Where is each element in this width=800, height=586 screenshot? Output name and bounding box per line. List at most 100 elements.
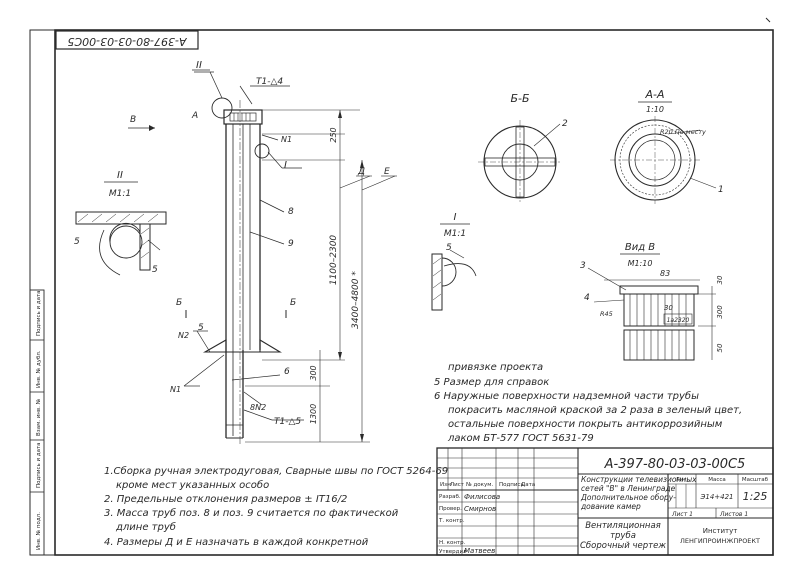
section-aa-scale: 1:10 xyxy=(646,105,664,114)
leaders-main xyxy=(183,71,304,421)
note-left-4: длине труб xyxy=(115,521,176,533)
header-col-2: № докум. xyxy=(466,482,493,488)
org-line-0: Институт xyxy=(703,527,738,535)
header-col-0: Изм xyxy=(440,482,451,488)
dim-300: 300 xyxy=(309,365,318,380)
note-right-3: покрасить масляной краской за 2 раза в з… xyxy=(448,405,742,416)
top-code-box: A-397-80-03-03-00C5 xyxy=(55,30,199,50)
col-mass: Масса xyxy=(708,477,726,483)
view-v-title: Вид В xyxy=(625,242,655,253)
title-block: А-397-80-03-03-00С5 Изм Лист № докум. По… xyxy=(436,447,774,556)
role-5: Утвердил xyxy=(439,549,467,555)
dim-250: 250 xyxy=(329,127,338,142)
callout-weld-bottom: T1-△5 xyxy=(274,417,301,427)
note-right-5: лаком БТ-577 ГОСТ 5631-79 xyxy=(447,433,594,444)
view-v-r45: R45 xyxy=(600,310,613,318)
drawing-name-0: Вентиляционная xyxy=(585,521,661,531)
binding-margin xyxy=(29,29,56,556)
section-aa-title: А-А xyxy=(644,88,664,101)
note-right-4: остальные поверхности покрыть антикорроз… xyxy=(448,419,723,430)
section-bb: Б-Б 2 xyxy=(478,92,568,204)
sheet-number: Лист 1 xyxy=(671,511,693,518)
corner-tick xyxy=(765,17,771,23)
role-4: Н. контр. xyxy=(439,540,466,546)
callout-n2-left: N2 xyxy=(178,331,189,340)
dim-1300: 1300 xyxy=(309,404,318,424)
section-bb-title: Б-Б xyxy=(510,92,529,105)
org-line-1: ЛЕНГИПРОИНЖПРОЕКТ xyxy=(680,537,760,545)
detail-ii-pos-5b: 5 xyxy=(152,265,158,275)
view-v-scale: М1:10 xyxy=(628,259,653,268)
detail-i-title: I xyxy=(454,212,457,223)
project-desc-2: Дополнительное обору- xyxy=(580,493,676,502)
callout-pos-6: 6 xyxy=(284,367,290,377)
header-col-4: Дата xyxy=(521,482,535,488)
view-v-pos-3: 3 xyxy=(580,261,586,271)
col-scale: Масштаб xyxy=(742,477,769,483)
note-left-0: 1.Сборка ручная электродуговая, Сварные … xyxy=(104,465,448,477)
view-v-dim-30-top: 30 xyxy=(716,275,724,284)
sheet-count: Листов 1 xyxy=(719,511,748,518)
callout-letter-a: A xyxy=(191,111,198,121)
detail-i: I М1:1 5 xyxy=(431,212,477,311)
mass-value: Э14+421 xyxy=(699,493,733,501)
callout-pos-8: 8 xyxy=(288,207,294,217)
project-desc-1: сетей "В" в Ленинграде xyxy=(581,484,676,493)
view-v: Вид В М1:10 1a2320 83 30 xyxy=(580,242,724,361)
note-left-5: 4. Размеры Д и Е назначать в каждой конк… xyxy=(104,537,369,548)
note-left-2: 2. Предельные отклонения размеров ± IT16… xyxy=(104,494,347,505)
side-stamp: Инв. № подл. Подпись и дата Взам. инв. №… xyxy=(29,289,45,556)
section-aa-gap-note: R20 По месту xyxy=(660,128,706,136)
callout-pos-9: 9 xyxy=(288,239,294,249)
view-v-dim-30-mid: 30 xyxy=(664,304,673,312)
view-v-dim-83: 83 xyxy=(660,269,670,278)
detail-i-pos-5: 5 xyxy=(446,243,452,253)
role-1: Провер. xyxy=(439,506,462,512)
note-right-2: 6 Наружные поверхности надземной части т… xyxy=(434,390,699,402)
top-code-mirrored: A-397-80-03-03-00C5 xyxy=(67,35,187,48)
project-desc-0: Конструкции телевизионных xyxy=(581,475,697,484)
side-stamp-3: Взам. инв. № xyxy=(36,398,42,436)
note-right-1: 5 Размер для справок xyxy=(434,377,549,388)
callout-dim-d: Д xyxy=(357,167,365,177)
side-stamp-2: Подпись и дата xyxy=(36,442,42,488)
role-0: Разраб. xyxy=(439,494,461,500)
callout-n1-top: N1 xyxy=(281,135,292,144)
callout-pos-5: 5 xyxy=(198,323,204,333)
callout-section-b-right: Б xyxy=(290,298,296,308)
pipe-assembly xyxy=(202,97,282,445)
view-v-dim-50: 50 xyxy=(716,343,724,352)
callout-detail-i: I xyxy=(284,160,287,171)
main-dimensions xyxy=(245,109,397,443)
detail-i-scale: М1:1 xyxy=(444,229,466,239)
detail-ii-title: II xyxy=(117,170,123,181)
section-aa: А-А 1:10 R20 По месту 1 xyxy=(610,88,724,204)
section-bb-pos-2: 2 xyxy=(562,119,568,129)
detail-ii-pos-5a: 5 xyxy=(74,237,80,247)
drawing-name-1: труба xyxy=(610,531,636,541)
name-5: Матвеев xyxy=(464,547,495,555)
callout-arrow-v: B xyxy=(130,115,136,125)
callout-dim-e: Е xyxy=(384,167,390,177)
name-0: Филисова xyxy=(464,493,500,501)
notes-left: 1.Сборка ручная электродуговая, Сварные … xyxy=(104,465,448,548)
project-desc-3: дование камер xyxy=(580,502,641,511)
side-stamp-5: Подпись и дата xyxy=(36,290,42,336)
section-aa-pos-1: 1 xyxy=(718,185,724,195)
view-v-dim-300: 300 xyxy=(716,305,724,319)
dim-3400-4800: 3400–4800 * xyxy=(351,271,361,329)
note-left-1: кроме мест указанных особо xyxy=(116,479,269,491)
header-col-3: Подпись xyxy=(499,482,524,488)
col-lit: Лит. xyxy=(676,477,689,483)
side-stamp-1: Инв. № подл. xyxy=(36,512,42,550)
callout-n2-bottom: 8N2 xyxy=(250,403,266,412)
drawing-name-2: Сборочный чертеж xyxy=(580,541,666,551)
detail-ii: II М1:1 5 5 xyxy=(74,170,167,276)
name-1: Смирнов xyxy=(464,505,496,513)
note-left-3: 3. Масса труб поз. 8 и поз. 9 считается … xyxy=(104,507,399,519)
detail-ii-scale: М1:1 xyxy=(109,189,131,199)
view-v-pos-4: 4 xyxy=(584,293,590,303)
dim-1100-2300: 1100–2300 xyxy=(329,235,339,286)
